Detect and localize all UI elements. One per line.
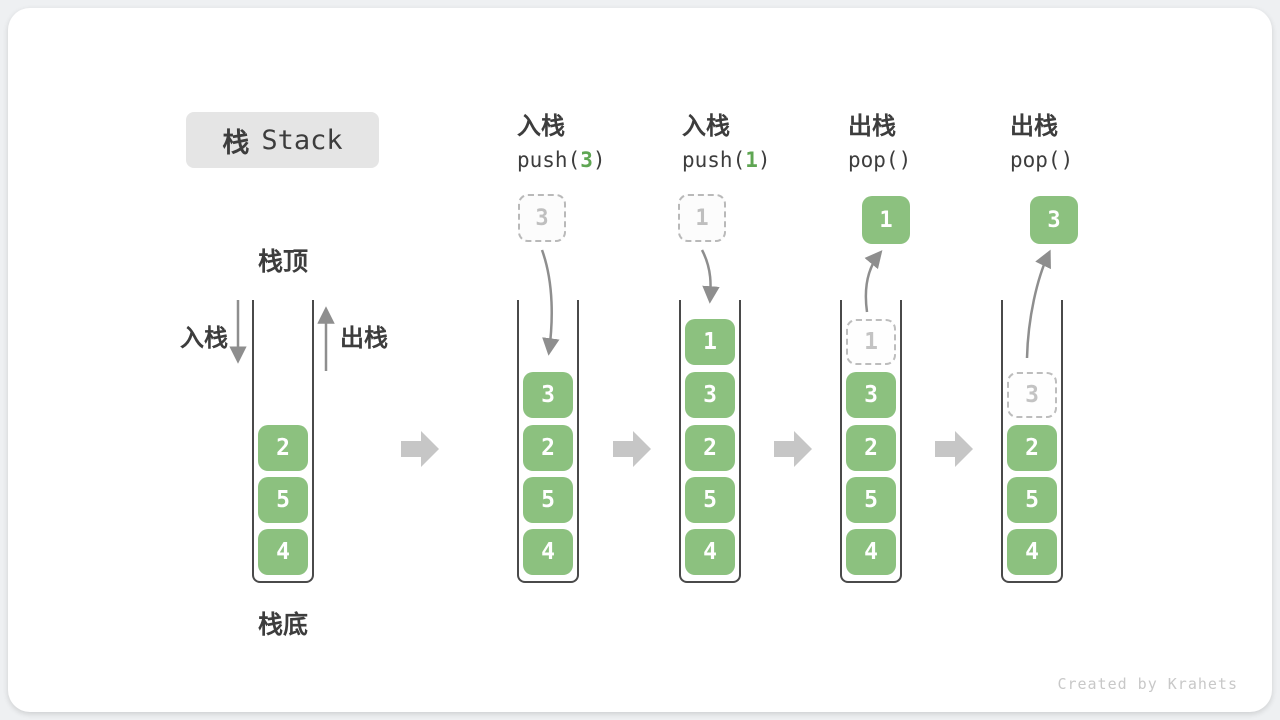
code-prefix: pop( [1010, 148, 1061, 172]
stack-cell: 2 [846, 425, 896, 471]
code-suffix: ) [757, 148, 771, 172]
stack-cell: 2 [1007, 425, 1057, 471]
operation-code: push(3) [517, 148, 687, 172]
stack-cell: 5 [523, 477, 573, 523]
stack-cell: 5 [685, 477, 735, 523]
ghost-cell: 3 [1007, 372, 1057, 418]
stack-top-label: 栈顶 [257, 248, 308, 276]
code-suffix: ) [1060, 148, 1074, 172]
code-arg: 1 [745, 148, 758, 172]
operation-heading-pop-2: 出栈 pop() [1010, 106, 1180, 172]
operation-code: pop() [1010, 148, 1180, 172]
stack-cell: 3 [846, 372, 896, 418]
operation-kind: 入栈 [517, 113, 565, 140]
incoming-value-box: 3 [518, 194, 566, 242]
popped-value-box: 1 [862, 196, 910, 244]
stack-cell: 1 [685, 319, 735, 365]
operation-kind: 出栈 [1010, 113, 1058, 140]
stack-cell: 5 [846, 477, 896, 523]
stack-cell: 5 [258, 477, 308, 523]
stack-cell: 3 [685, 372, 735, 418]
stack-cell: 5 [1007, 477, 1057, 523]
code-suffix: ) [898, 148, 912, 172]
stack-cell: 4 [523, 529, 573, 575]
code-prefix: pop( [848, 148, 899, 172]
popped-value-box: 3 [1030, 196, 1078, 244]
title-badge-zh: 栈 [222, 127, 250, 158]
push-arrow-label: 入栈 [180, 325, 228, 352]
operation-code: push(1) [682, 148, 852, 172]
footer-credit: Created by Krahets [1057, 675, 1238, 693]
stack-cell: 2 [258, 425, 308, 471]
stack-cell: 2 [523, 425, 573, 471]
code-prefix: push( [682, 148, 746, 172]
pop-arrow-label: 出栈 [340, 325, 388, 352]
operation-heading-push-3: 入栈 push(3) [517, 106, 687, 172]
operation-kind: 出栈 [848, 113, 896, 140]
operation-heading-pop-1: 出栈 pop() [848, 106, 1018, 172]
title-badge-en: Stack [261, 124, 343, 156]
operation-heading-push-1: 入栈 push(1) [682, 106, 852, 172]
operation-kind: 入栈 [682, 113, 730, 140]
code-suffix: ) [592, 148, 606, 172]
stack-cell: 3 [523, 372, 573, 418]
operation-code: pop() [848, 148, 1018, 172]
stack-cell: 4 [685, 529, 735, 575]
code-prefix: push( [517, 148, 581, 172]
incoming-value-box: 1 [678, 194, 726, 242]
code-arg: 3 [580, 148, 593, 172]
stack-cell: 4 [1007, 529, 1057, 575]
stack-cell: 2 [685, 425, 735, 471]
ghost-cell: 1 [846, 319, 896, 365]
stack-cell: 4 [846, 529, 896, 575]
stack-bottom-label: 栈底 [257, 611, 308, 639]
title-badge: 栈 Stack [186, 112, 379, 168]
stack-cell: 4 [258, 529, 308, 575]
